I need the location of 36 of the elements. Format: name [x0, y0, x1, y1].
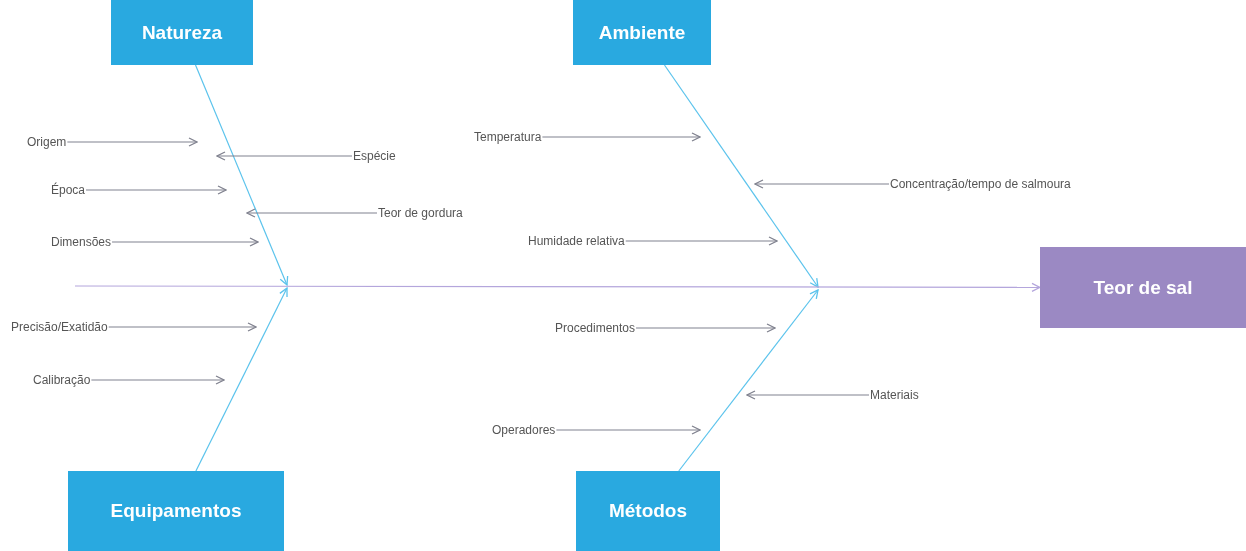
- cause-label: Operadores: [491, 423, 557, 437]
- cause-label: Teor de gordura: [377, 206, 464, 220]
- effect-box: Teor de sal: [1040, 247, 1246, 328]
- cause-label: Calibração: [32, 373, 92, 387]
- cause-label: Espécie: [352, 149, 397, 163]
- arrow: [108, 322, 257, 332]
- cause-label: Materiais: [869, 388, 920, 402]
- arrow: [85, 185, 227, 195]
- bone-arrow: [195, 287, 288, 472]
- arrow: [111, 237, 259, 247]
- cause-label: Concentração/tempo de salmoura: [889, 177, 1072, 191]
- bone-arrow: [194, 64, 289, 286]
- arrow: [555, 425, 701, 435]
- arrow: [746, 390, 870, 400]
- arrow: [216, 151, 353, 161]
- arrow: [754, 179, 890, 189]
- arrow: [541, 132, 701, 142]
- cause-label: Humidade relativa: [527, 234, 626, 248]
- category-box: Ambiente: [573, 0, 711, 65]
- cause-label: Temperatura: [473, 130, 543, 144]
- category-box: Métodos: [576, 471, 720, 551]
- cause-label: Precisão/Exatidão: [10, 320, 109, 334]
- arrow: [66, 137, 198, 147]
- arrow: [625, 236, 778, 246]
- category-box: Natureza: [111, 0, 253, 65]
- arrow: [635, 323, 776, 333]
- arrow: [90, 375, 225, 385]
- category-box: Equipamentos: [68, 471, 284, 551]
- bone-arrow: [678, 289, 819, 472]
- cause-label: Origem: [26, 135, 68, 149]
- cause-label: Época: [50, 183, 87, 197]
- cause-label: Procedimentos: [554, 321, 637, 335]
- bone-arrow: [663, 64, 819, 288]
- arrow: [246, 208, 378, 218]
- spine-arrow: [74, 282, 1041, 292]
- cause-label: Dimensões: [50, 235, 113, 249]
